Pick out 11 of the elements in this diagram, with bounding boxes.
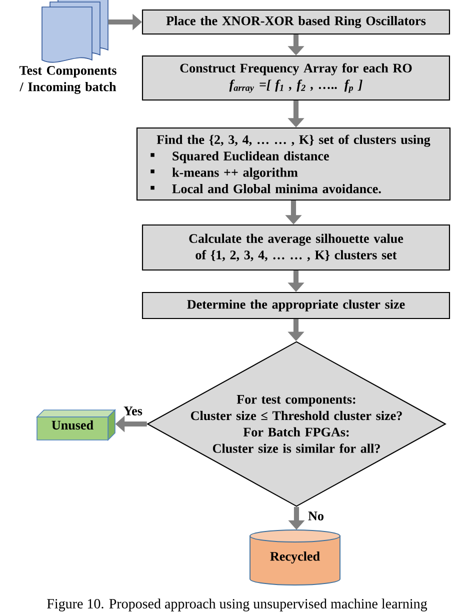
- cylinder: Recycled: [250, 530, 340, 586]
- edge-label: Yes: [124, 406, 142, 416]
- document-stack-drawing: [42, 0, 108, 63]
- figure-caption: Figure 10. Proposed approach using unsupervised machine learning: [47, 598, 428, 612]
- process-box: Find the {2, 3, 4, … … , K} set of clusters using Squared Euclidean distance k-means ++ algorithm Local and Global minima avoidance.: [136, 127, 451, 201]
- process-box: Construct Frequency Array for each RO f$_{array}$ =[ f$_{1}$ , f$_{2}$ , ….. f$_{p}$ ]: [142, 55, 450, 101]
- edge-label: No: [308, 512, 324, 520]
- node-caption: Test Components / Incoming batch: [19, 66, 116, 94]
- process-box: Place the XNOR-XOR based Ring Oscillators: [142, 9, 450, 35]
- process-box: Determine the appropriate cluster size: [142, 292, 450, 320]
- process-box: Calculate the average silhouette value of {1, 2, 3, 4, … … , K} clusters set: [142, 224, 450, 271]
